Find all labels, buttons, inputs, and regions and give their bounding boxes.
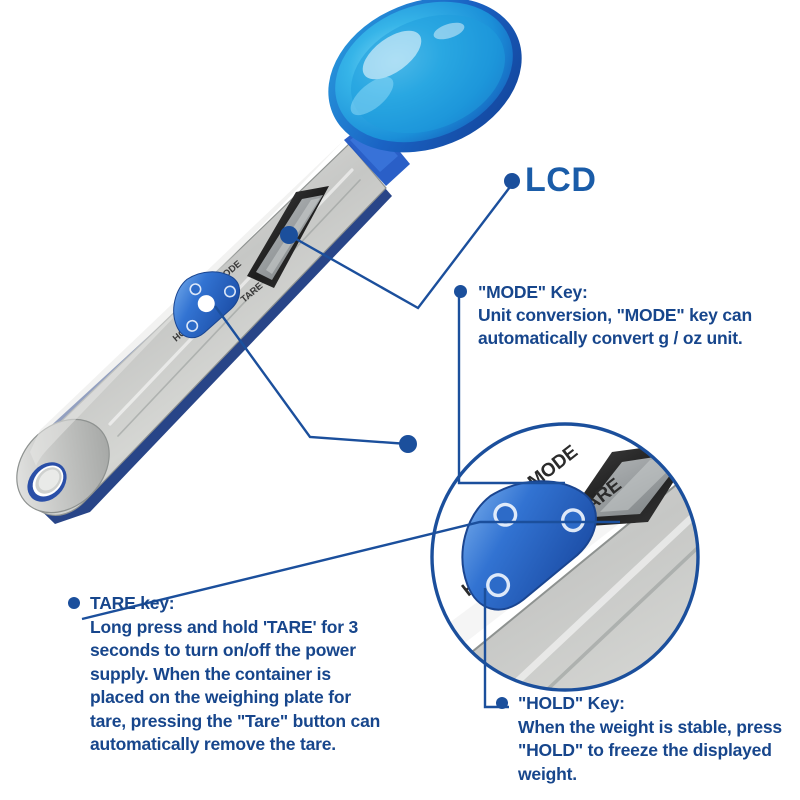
callout-hold: "HOLD" Key: When the weight is stable, p… [496, 692, 798, 786]
callout-tare-line3: supply. When the container is [90, 663, 331, 684]
bullet-tare [68, 597, 80, 609]
device-label-hold-main: HOLD [171, 318, 199, 344]
callout-tare: TARE key: Long press and hold 'TARE' for… [68, 592, 420, 757]
callout-tare-line4: placed on the weighing plate for [90, 687, 351, 707]
magnifier-ring [430, 422, 700, 692]
bullet-hold [496, 697, 508, 709]
leader-hold [483, 588, 509, 709]
callout-tare-line5: tare, pressing the "Tare" button can [90, 710, 381, 731]
dot-lcd-anchor [280, 226, 298, 244]
device-label-mode-inset: MODE [524, 441, 582, 493]
lcd-display-main [247, 186, 329, 288]
callout-hold-line1: When the weight is stable, press [518, 716, 782, 737]
button-pad-inset [461, 480, 597, 611]
callout-mode: "MODE" Key: Unit conversion, "MODE" key … [454, 281, 788, 350]
callout-tare-line6: automatically remove the tare. [90, 734, 336, 754]
device-label-tare-main: TARE [239, 281, 265, 306]
device-label-mode-main: MODE [215, 259, 244, 286]
dot-buttonpad [399, 435, 417, 453]
button-pad-main [173, 271, 241, 339]
lcd-display-inset [560, 440, 698, 528]
callout-tare-line1: Long press and hold 'TARE' for 3 [90, 616, 358, 637]
leader-buttonpad [214, 305, 409, 446]
spoon-bowl [328, 0, 522, 153]
spoon-illustration: MODE TARE HOLD [16, 0, 522, 524]
callout-hold-headline: "HOLD" Key: [518, 693, 625, 713]
callout-hold-line2: "HOLD" to freeze the displayed [518, 740, 772, 760]
callout-lcd-label: LCD [525, 161, 597, 199]
dot-lcd-label [504, 173, 520, 189]
device-label-hold-inset: HOLD [458, 551, 513, 601]
callout-tare-headline: TARE key: [90, 593, 175, 613]
callout-mode-line2: automatically convert g / oz unit. [478, 328, 743, 348]
callout-hold-line3: weight. [518, 763, 577, 784]
bullet-mode [454, 285, 467, 298]
callout-mode-headline: "MODE" Key: [478, 282, 588, 302]
device-label-tare-inset: TARE [573, 474, 626, 522]
callout-tare-line2: seconds to turn on/off the power [90, 640, 356, 660]
callout-mode-line1: Unit conversion, "MODE" key can [478, 305, 752, 325]
